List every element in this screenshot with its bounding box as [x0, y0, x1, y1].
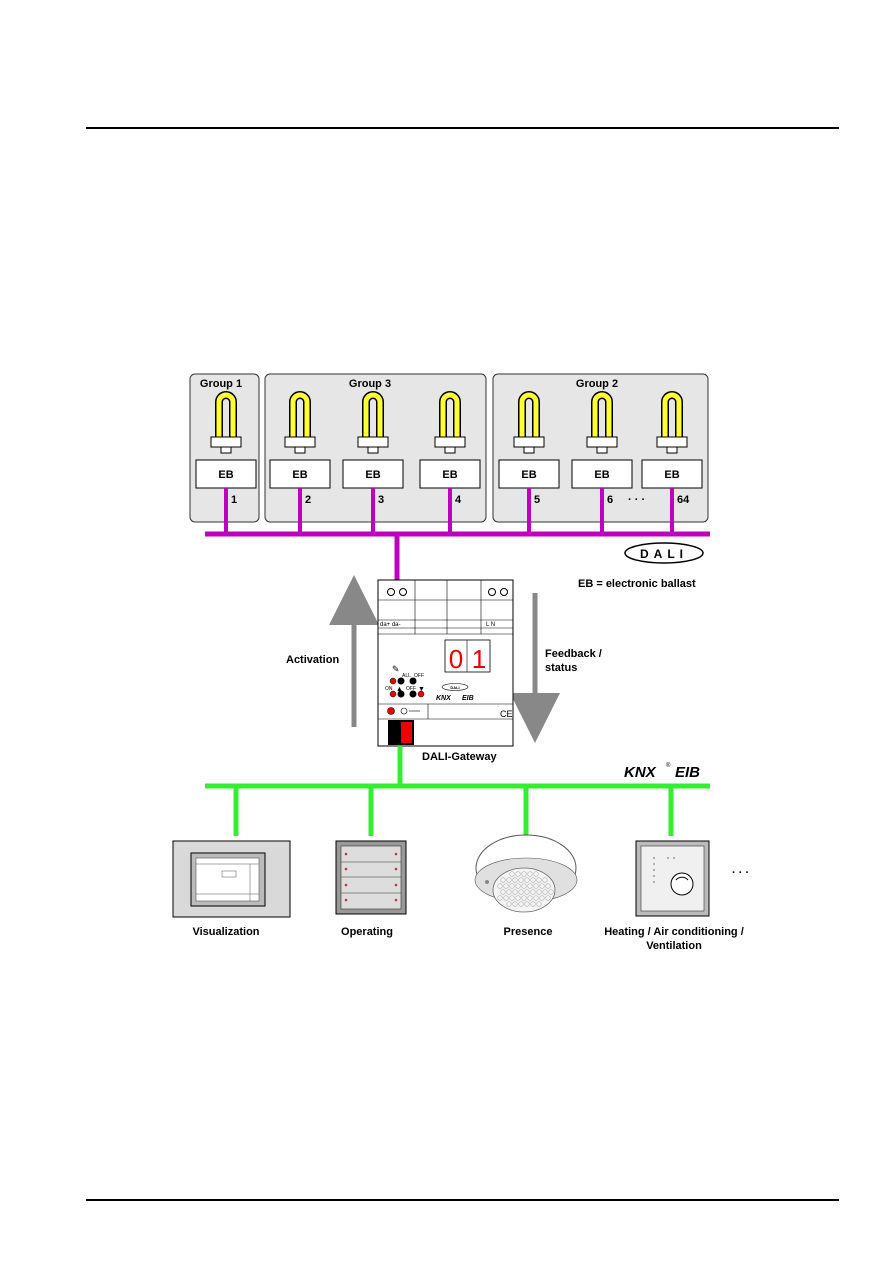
ballast-label-1: EB — [218, 469, 233, 481]
group-label-3: Group 3 — [349, 378, 391, 390]
ballast-number-5: 5 — [534, 494, 540, 506]
ballast-box-7 — [641, 459, 703, 489]
tool-icon: ✎ — [392, 664, 400, 674]
ballast-box-5 — [498, 459, 560, 489]
gateway-display-2: 1 — [472, 644, 486, 674]
lamp-1: EB — [195, 391, 257, 534]
gateway-off-label: OFF — [406, 686, 416, 692]
ballast-box-2 — [269, 459, 331, 489]
svg-text:EIB: EIB — [675, 764, 700, 781]
gateway-off-label-top: OFF — [414, 673, 424, 679]
ballast-label-5: EB — [521, 469, 536, 481]
operating-device — [335, 840, 407, 915]
gateway-label: DALI-Gateway — [422, 751, 497, 763]
svg-text:®: ® — [666, 762, 671, 769]
lamp-2: EB — [269, 391, 331, 534]
ballast-box-1 — [195, 459, 257, 489]
lamp-3: EB — [342, 391, 404, 534]
presence-sensor — [474, 834, 578, 913]
visualization-device — [172, 840, 291, 918]
hvac-device — [635, 840, 710, 917]
device-label-presence: Presence — [504, 926, 553, 938]
dali-gateway-device: da+ da- L N 0 1 ✎ ALL OFF ON ▲ OFF ▼ DAL… — [377, 579, 514, 747]
dali-logo: DALI — [624, 542, 704, 564]
feedback-label-1: Feedback / — [545, 648, 602, 660]
device-label-operating: Operating — [341, 926, 393, 938]
ballast-label-4: EB — [442, 469, 457, 481]
ballast-number-7: 64 — [677, 494, 690, 506]
device-label-hvac-1: Heating / Air conditioning / — [604, 926, 744, 938]
ce-mark: CE — [500, 709, 513, 719]
ballast-number-4: 4 — [455, 494, 462, 506]
gateway-terminal-left: da+ da- — [380, 622, 401, 628]
down-triangle-icon: ▼ — [418, 686, 425, 693]
up-triangle-icon: ▲ — [396, 686, 403, 693]
ballast-box-3 — [342, 459, 404, 489]
ballast-label-7: EB — [664, 469, 679, 481]
group-label-2: Group 2 — [576, 378, 618, 390]
header-rule — [86, 127, 839, 129]
gateway-dali-logo: DALI — [450, 685, 459, 690]
ballast-number-6: 6 — [607, 494, 613, 506]
lamp-5: EB — [498, 391, 560, 534]
svg-text:DALI: DALI — [640, 547, 688, 561]
activation-label: Activation — [286, 654, 339, 666]
lamp-7: EB — [641, 391, 703, 534]
ballast-label-3: EB — [365, 469, 380, 481]
gateway-terminal-right: L N — [486, 622, 495, 628]
gateway-all-label: ALL — [402, 673, 411, 679]
svg-text:KNX: KNX — [624, 764, 657, 781]
ballast-number-3: 3 — [378, 494, 384, 506]
device-label-hvac-2: Ventilation — [646, 940, 702, 952]
ballast-number-2: 2 — [305, 494, 311, 506]
gateway-knx-logo: KNX — [436, 695, 452, 702]
gateway-eib-logo: EIB — [462, 695, 474, 702]
ballast-label-6: EB — [594, 469, 609, 481]
knx-eib-logo: KNX ® EIB — [624, 762, 700, 781]
gateway-on-label: ON — [385, 686, 393, 692]
ballast-label-2: EB — [292, 469, 307, 481]
footer-rule — [86, 1199, 839, 1201]
ballast-number-1: 1 — [231, 494, 237, 506]
lamp-4: EB — [419, 391, 481, 534]
ballast-box-6 — [571, 459, 633, 489]
device-label-visualization: Visualization — [192, 926, 259, 938]
gateway-display-1: 0 — [449, 644, 463, 674]
group-label-1: Group 1 — [200, 378, 242, 390]
ballast-ellipsis: · · · — [628, 494, 645, 506]
feedback-label-2: status — [545, 662, 577, 674]
eb-legend: EB = electronic ballast — [578, 578, 696, 590]
device-ellipsis: · · · — [732, 867, 749, 879]
lamp-6: EB — [571, 391, 633, 534]
